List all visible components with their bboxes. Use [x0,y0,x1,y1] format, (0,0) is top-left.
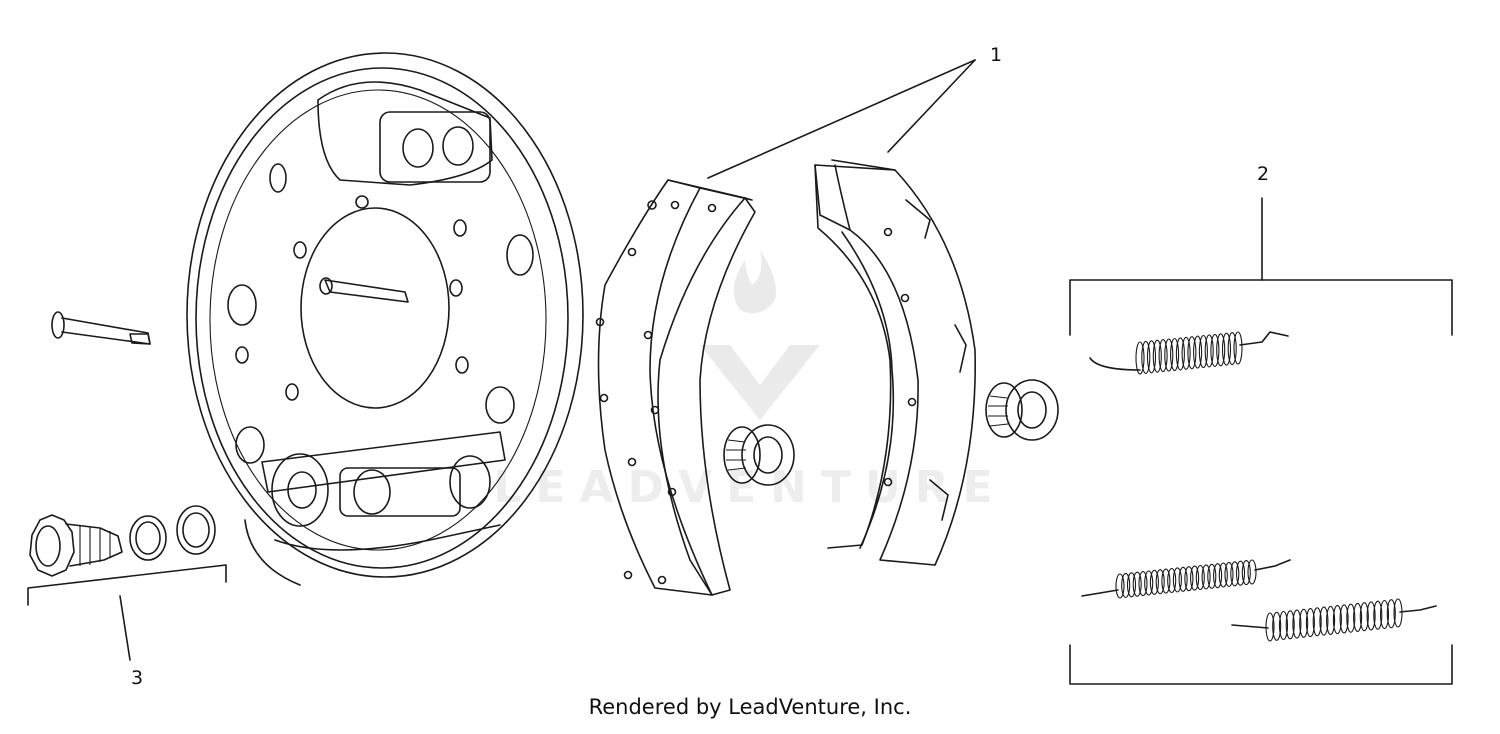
spring-coil [1366,601,1376,631]
spring-coil [1312,607,1322,637]
spring-coil [1285,610,1295,640]
spring-coil [1272,611,1282,641]
spring-coil [1204,334,1214,368]
spring-coil [1135,341,1145,375]
spring-coil [1218,562,1228,588]
spring-coil [1141,340,1151,374]
spring-coil [1193,335,1203,369]
spring-coil [1170,337,1180,372]
spring-coil [1332,605,1342,635]
spring-coil [1144,570,1154,596]
spring-coil [1247,559,1257,585]
spring-coil [1227,332,1237,366]
spring-coil [1132,571,1142,597]
spring-coil [1146,340,1157,374]
spring-coil [1172,567,1182,593]
spring-coil [1393,598,1403,628]
spring-coil [1198,334,1208,369]
spring-coil [1126,572,1137,598]
spring-coil [1235,560,1246,586]
adjuster-assembly [27,505,227,661]
spring-coil [1299,608,1309,638]
spring-coil [1278,610,1289,641]
spring-coil [1216,333,1226,367]
spring-coil [1230,561,1240,587]
spring-coil [1241,560,1251,586]
spring-coil [1175,337,1185,371]
backing-plate [186,52,584,586]
spring-coil [1233,331,1243,365]
spring-coil [1292,609,1302,639]
watermark-logo [700,250,820,420]
spring-coil [1224,561,1234,587]
watermark-text: LEADVENTURE [493,462,1007,513]
spring-coil [1152,339,1162,373]
brake-shoe-rear [814,59,976,566]
callout-label-3: 3 [131,667,144,689]
callout-label-1: 1 [990,44,1003,66]
spring-coil [1115,573,1125,599]
spring-coil [1319,606,1329,636]
spring-coil [1207,563,1217,589]
spring-coil [1305,608,1315,638]
spring-coil [1379,599,1390,630]
spring-coil [1149,569,1159,595]
anchor-pin [51,311,151,345]
spring-coil [1178,566,1188,592]
spring-coil [1164,338,1174,372]
spring-coil [1265,612,1275,642]
spring-coil [1213,563,1223,589]
spring-coil [1326,605,1336,635]
spring-coil [1184,566,1194,592]
brake-shoe-front [595,59,976,596]
spring-coil [1210,333,1220,367]
hold-down-cup-left [723,424,795,486]
spring-coil [1386,599,1396,629]
spring-coil [1221,332,1232,366]
spring-coil [1373,600,1383,630]
spring-coil [1158,339,1168,373]
spring-coil [1155,569,1165,595]
spring-coil [1201,564,1211,590]
hold-down-cup-right [985,379,1059,441]
spring-coil [1187,336,1197,370]
callout-label-2: 2 [1257,163,1270,185]
footer-credit: Rendered by LeadVenture, Inc. [588,695,912,719]
spring-coil [1121,572,1131,598]
spring-coil [1167,567,1177,594]
spring-coil [1195,564,1205,591]
spring-coil [1161,568,1171,594]
spring-coil [1353,602,1363,632]
spring-coil [1359,602,1369,632]
spring-coil [1138,571,1148,597]
spring-coil [1339,604,1349,634]
spring-coil [1181,336,1191,370]
spring-coil [1346,603,1356,633]
spring-coil [1190,565,1200,591]
return-spring-group [1069,197,1453,685]
